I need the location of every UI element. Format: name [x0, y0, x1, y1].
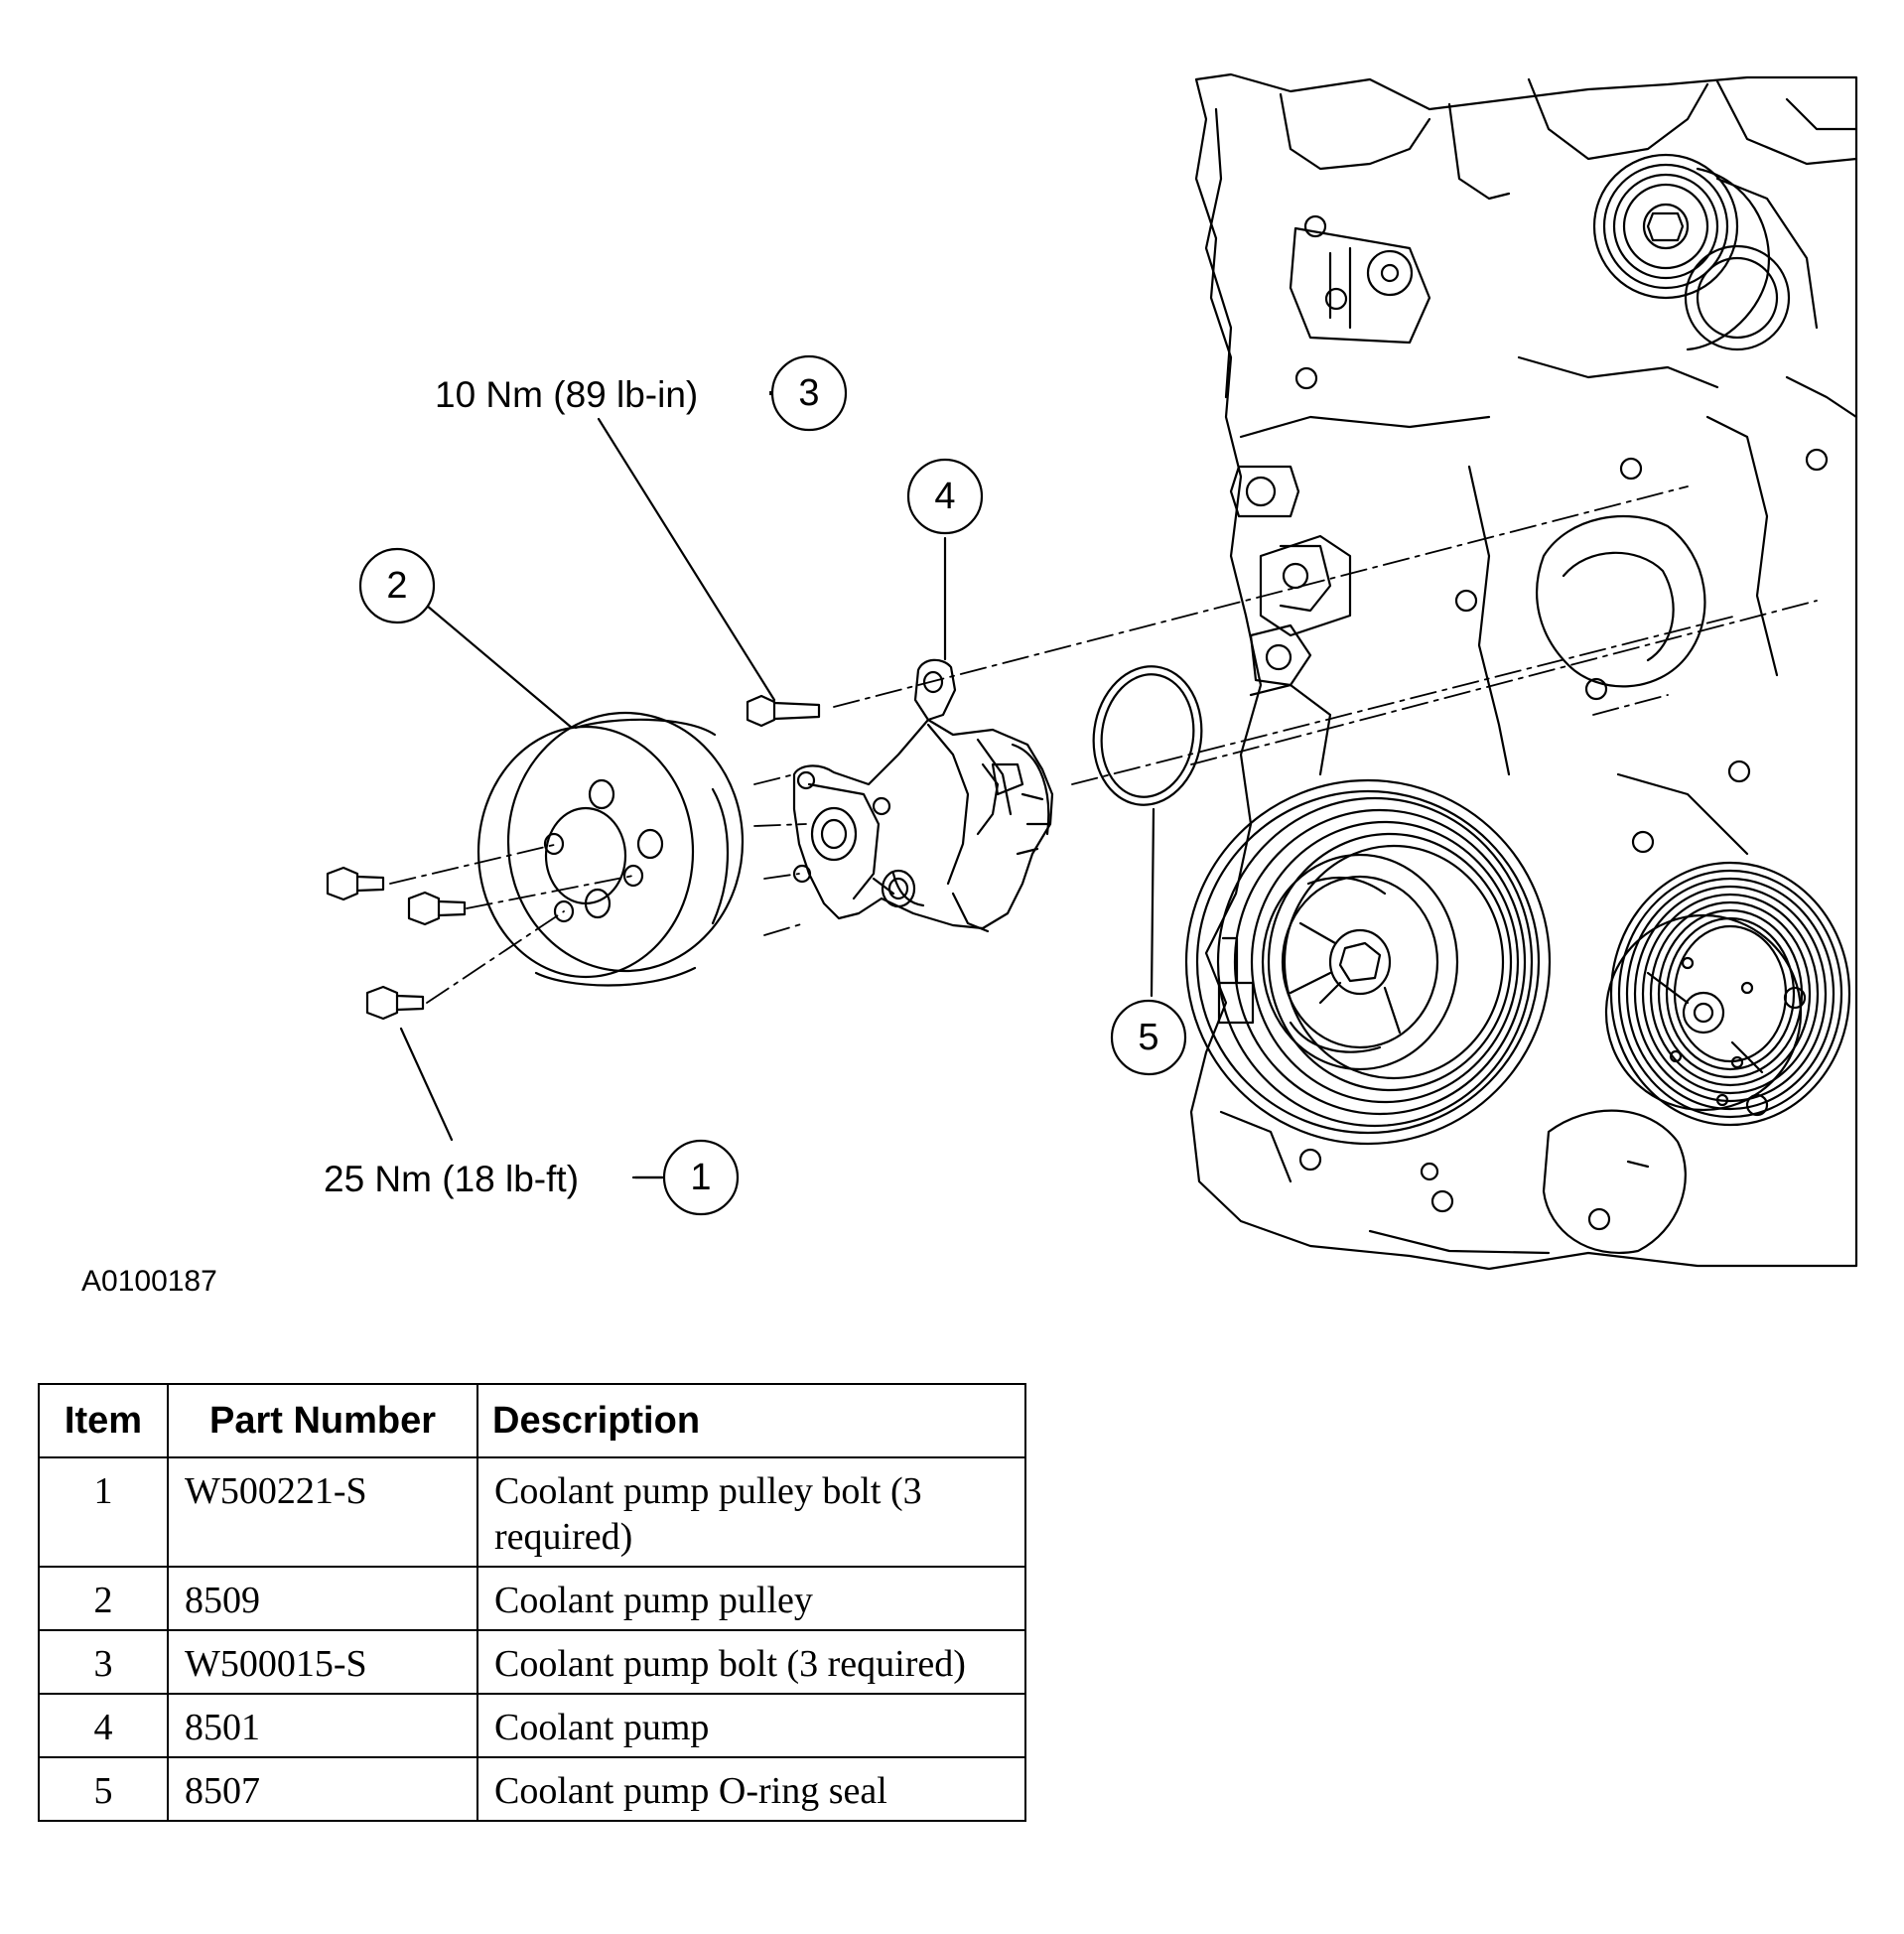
o-ring-seal: [1092, 665, 1203, 806]
callout-number-5: 5: [1138, 1017, 1158, 1058]
table-row: 3 W500015-S Coolant pump bolt (3 require…: [38, 1629, 1026, 1695]
callout-number-1: 1: [690, 1157, 711, 1198]
item-cell: 2: [38, 1566, 169, 1631]
table-row: 4 8501 Coolant pump: [38, 1693, 1026, 1758]
coolant-pump-pulley: [476, 711, 745, 987]
exploded-view-diagram: 10 Nm (89 lb-in) 3 4 2 5 25 Nm (18 lb-ft…: [324, 72, 1858, 1271]
callout-3: 10 Nm (89 lb-in) 3: [435, 354, 848, 432]
column-header-item: Item: [38, 1383, 169, 1458]
torque-label-1: 25 Nm (18 lb-ft): [324, 1159, 579, 1199]
item-cell: 1: [38, 1456, 169, 1568]
figure-id: A0100187: [81, 1265, 217, 1298]
part-number-cell: W500015-S: [167, 1629, 478, 1695]
item-cell: 4: [38, 1693, 169, 1758]
part-number-cell: 8509: [167, 1566, 478, 1631]
description-cell: Coolant pump: [476, 1693, 1026, 1758]
leader-lines: [399, 390, 1156, 1179]
part-number-cell: W500221-S: [167, 1456, 478, 1568]
callout-2: 2: [358, 547, 436, 624]
callout-4: 4: [906, 458, 984, 535]
callout-number-2: 2: [386, 565, 407, 607]
description-cell: Coolant pump O-ring seal: [476, 1756, 1026, 1822]
description-cell: Coolant pump pulley: [476, 1566, 1026, 1631]
pulley-bolts: [326, 866, 467, 1021]
table-header-row: Item Part Number Description: [38, 1383, 1026, 1458]
table-row: 5 8507 Coolant pump O-ring seal: [38, 1756, 1026, 1822]
callout-number-3: 3: [798, 372, 819, 414]
description-cell: Coolant pump pulley bolt (3 required): [476, 1456, 1026, 1568]
engine-front-cover: [1184, 72, 1858, 1271]
alignment-centerlines: [389, 485, 1818, 1004]
callout-5: 5: [1110, 999, 1187, 1076]
part-number-cell: 8507: [167, 1756, 478, 1822]
parts-table: Item Part Number Description 1 W500221-S…: [38, 1383, 1026, 1822]
table-row: 1 W500221-S Coolant pump pulley bolt (3 …: [38, 1456, 1026, 1568]
coolant-pump: [792, 658, 1054, 933]
item-cell: 5: [38, 1756, 169, 1822]
callout-1: 25 Nm (18 lb-ft) 1: [324, 1139, 740, 1216]
column-header-part-number: Part Number: [167, 1383, 478, 1458]
part-number-cell: 8501: [167, 1693, 478, 1758]
pump-bolt: [746, 694, 821, 728]
description-cell: Coolant pump bolt (3 required): [476, 1629, 1026, 1695]
column-header-description: Description: [476, 1383, 1026, 1458]
item-cell: 3: [38, 1629, 169, 1695]
callout-number-4: 4: [934, 476, 955, 517]
torque-label-3: 10 Nm (89 lb-in): [435, 374, 698, 415]
table-row: 2 8509 Coolant pump pulley: [38, 1566, 1026, 1631]
